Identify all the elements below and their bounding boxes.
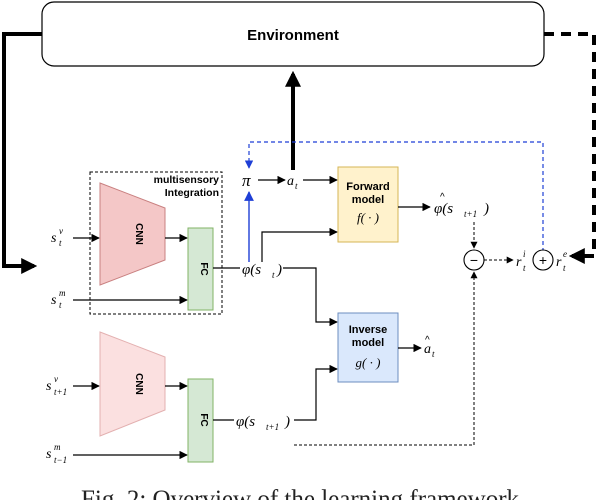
svg-text:t+1: t+1 <box>266 422 279 432</box>
svg-text:t: t <box>432 349 435 359</box>
forward-model-line2: model <box>352 194 384 206</box>
fc-bottom-label: FC <box>198 413 209 426</box>
svg-text:i: i <box>523 249 526 259</box>
cnn-top-label: CNN <box>133 223 144 245</box>
environment-label: Environment <box>247 27 339 44</box>
phi-predicted-label: φ(s ^ t+1 ) <box>434 192 489 219</box>
figure-caption: Fig. 2: Overview of the learning framewo… <box>81 486 520 500</box>
svg-text:a: a <box>424 342 431 357</box>
svg-text:t: t <box>523 263 526 273</box>
svg-text:v: v <box>54 374 58 384</box>
svg-text:−: − <box>470 252 478 268</box>
svg-text:s: s <box>51 293 57 308</box>
minus-node: − <box>463 249 485 271</box>
svg-text:t−1: t−1 <box>54 455 67 465</box>
phi-to-inverse-arrow <box>283 267 338 327</box>
cnn-bottom-block <box>99 331 166 437</box>
svg-text:m: m <box>59 288 66 298</box>
forward-model-line1: Forward <box>346 181 389 193</box>
phi-st-label: φ(s t ) <box>242 262 282 280</box>
reward-to-policy-dashed-arrow <box>244 141 544 259</box>
svg-text:v: v <box>59 226 63 236</box>
forward-model-fn: f( · ) <box>357 210 379 225</box>
svg-text:s: s <box>46 447 52 462</box>
svg-text:t+1: t+1 <box>464 209 477 219</box>
phi-next-to-inverse-arrow <box>294 364 338 421</box>
fc-top-block <box>187 227 214 311</box>
multisensory-integration-box <box>89 171 223 315</box>
svg-text:t: t <box>272 270 275 280</box>
svg-text:t: t <box>295 181 298 191</box>
svg-text:t: t <box>59 238 62 248</box>
svg-text:t+1: t+1 <box>54 387 67 397</box>
input-visual-t1: s v t+1 <box>46 374 67 397</box>
action-predicted-label: a ^ t <box>424 335 435 359</box>
env-observation-arrow <box>2 32 42 274</box>
svg-text:s: s <box>46 379 52 394</box>
svg-text:a: a <box>287 174 294 189</box>
fc-bottom-block <box>187 378 214 463</box>
cnn-top-block <box>99 182 166 286</box>
inverse-model-fn: g( · ) <box>356 355 381 370</box>
env-reward-arrow <box>544 32 596 264</box>
multisensory-label-line2: Integration <box>165 187 219 199</box>
svg-text:m: m <box>54 442 61 452</box>
svg-text:φ(s: φ(s <box>236 414 255 430</box>
multisensory-label-line1: multisensory <box>154 174 220 186</box>
phi-next-to-minus-dashed <box>294 271 478 446</box>
environment-box: Environment <box>41 1 545 67</box>
svg-text:t: t <box>563 263 566 273</box>
phi-st1-label: φ(s t+1 ) <box>236 414 290 432</box>
inverse-model-line2: model <box>352 337 384 349</box>
intrinsic-reward-label: r i t <box>516 249 526 273</box>
svg-text:+: + <box>539 252 547 268</box>
forward-model-box: Forward model f( · ) <box>337 166 399 243</box>
input-motor-t1: s m t−1 <box>46 442 67 465</box>
fc-top-label: FC <box>198 262 209 275</box>
svg-text:s: s <box>51 231 57 246</box>
svg-text:φ(s: φ(s <box>242 262 261 278</box>
extrinsic-reward-label: r e t <box>556 249 567 273</box>
svg-text:r: r <box>516 255 522 270</box>
action-label: a t <box>287 174 298 191</box>
svg-text:t: t <box>59 300 62 310</box>
input-visual-t: s v t <box>51 226 63 248</box>
svg-text:r: r <box>556 255 562 270</box>
svg-text:^: ^ <box>440 192 445 203</box>
policy-symbol: π <box>242 171 251 190</box>
inverse-model-line1: Inverse <box>349 324 388 336</box>
inverse-model-box: Inverse model g( · ) <box>337 312 399 383</box>
svg-text:): ) <box>483 201 489 217</box>
svg-text:): ) <box>276 262 282 278</box>
svg-text:φ(s: φ(s <box>434 201 453 217</box>
input-motor-t: s m t <box>51 288 66 310</box>
svg-text:): ) <box>284 414 290 430</box>
plus-node: + <box>532 249 554 271</box>
svg-text:e: e <box>563 249 567 259</box>
phi-to-forward-arrow <box>261 227 338 262</box>
cnn-bottom-label: CNN <box>133 373 144 395</box>
svg-text:^: ^ <box>425 335 430 346</box>
